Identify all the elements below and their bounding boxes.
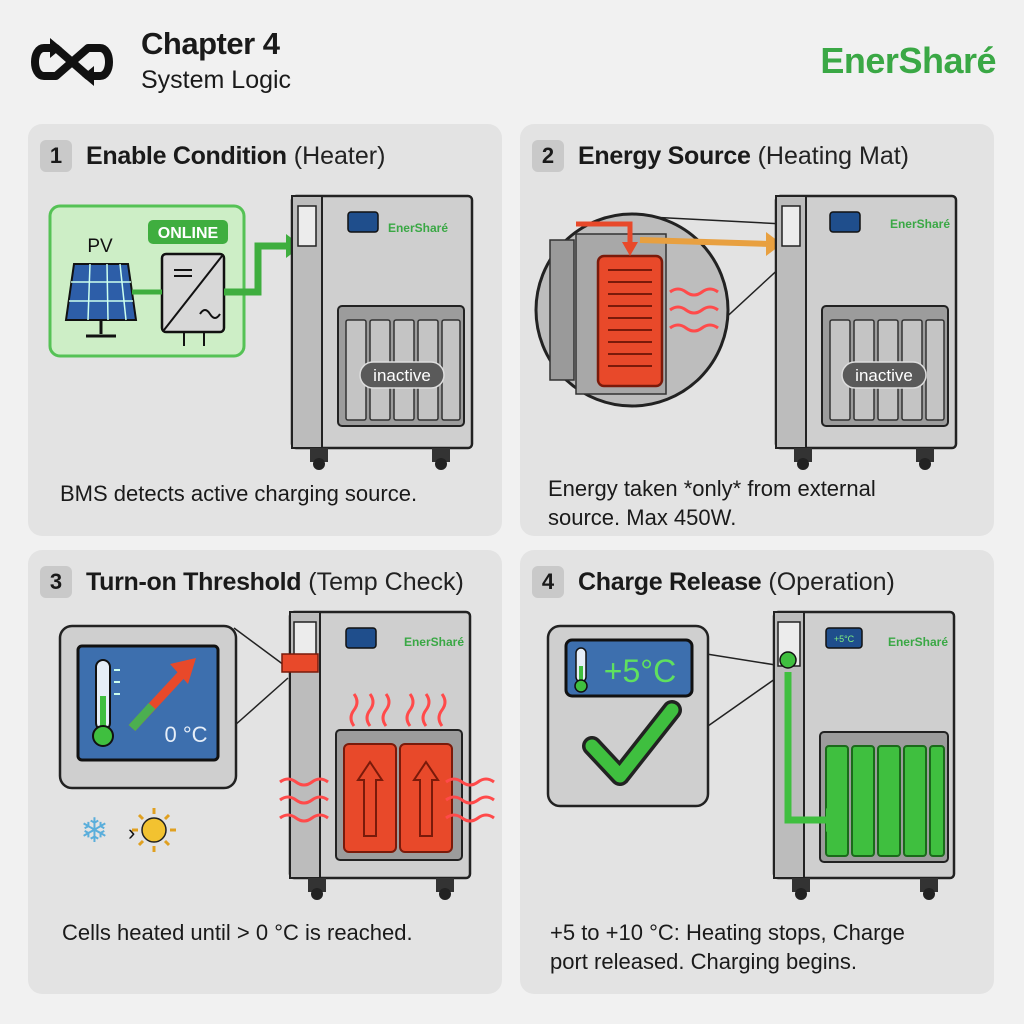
turn-on-threshold-illustration: 0 °C ❄ › EnerSharé [58, 610, 495, 900]
inactive-badge-text: inactive [855, 366, 913, 385]
sync-arrows-icon [31, 38, 113, 86]
sun-icon [132, 808, 176, 852]
greater-than-icon: › [128, 820, 135, 845]
step-title: Enable Condition [86, 141, 287, 170]
panel-enable-condition: 1 Enable Condition (Heater) ONLINE PV [28, 124, 502, 536]
panel-title: 2 Energy Source (Heating Mat) [532, 140, 909, 172]
inverter-icon [160, 252, 226, 346]
step-title: Charge Release [578, 567, 762, 596]
step-number: 1 [40, 140, 72, 172]
temp-reading: 0 °C [164, 722, 207, 747]
panel-caption: Cells heated until > 0 °C is reached. [62, 920, 413, 945]
heat-waves-icon [669, 287, 719, 333]
thermometer-icon [574, 647, 588, 693]
checkmark-icon [585, 703, 679, 783]
panel-turn-on-threshold: 3 Turn-on Threshold (Temp Check) 0 °C ❄ … [28, 550, 502, 994]
page-title: Chapter 4 [141, 26, 280, 61]
caption-line: source. Max 450W. [548, 505, 737, 530]
panel-energy-source: 2 Energy Source (Heating Mat) [520, 124, 994, 536]
charged-cell [877, 745, 901, 857]
panel-title: 4 Charge Release (Operation) [532, 566, 895, 598]
step-title-detail: (Temp Check) [308, 567, 464, 596]
arrow-right-icon [766, 232, 782, 256]
cabinet-brand: EnerSharé [388, 221, 448, 235]
cabinet-brand: EnerSharé [888, 635, 948, 649]
snowflake-icon: ❄ [80, 812, 109, 850]
energy-source-illustration: EnerSharé inactive [534, 194, 958, 470]
battery-cabinet: EnerSharé inactive [290, 194, 474, 470]
charge-release-illustration: +5°C +5°C EnerSharé [546, 610, 956, 900]
thermometer-icon [92, 659, 120, 747]
cabinet-display-text: +5°C [834, 634, 855, 644]
inactive-badge [841, 361, 927, 389]
step-number: 4 [532, 566, 564, 598]
panel-caption: Energy taken *only* from external source… [548, 474, 876, 532]
enable-condition-illustration: ONLINE PV [48, 194, 474, 470]
battery-cabinet: EnerSharé inactive [774, 194, 958, 470]
step-title: Energy Source [578, 141, 751, 170]
solar-panel-icon [64, 263, 138, 338]
heat-waves-icon [279, 693, 495, 823]
online-badge-text: ONLINE [158, 225, 219, 242]
arrow-up-icon [170, 658, 196, 684]
cabinet-brand: EnerSharé [890, 217, 950, 231]
cabinet-display [345, 627, 377, 649]
panel-title: 1 Enable Condition (Heater) [40, 140, 385, 172]
cabinet-display [825, 627, 863, 649]
cabinet-brand: EnerSharé [404, 635, 464, 649]
battery-cabinet: EnerSharé [281, 610, 472, 900]
battery-cabinet: +5°C EnerSharé [772, 610, 956, 900]
inactive-badge-text: inactive [373, 366, 431, 385]
charge-port-icon [779, 651, 797, 669]
cabinet-display [347, 211, 379, 233]
pv-label: PV [87, 236, 113, 257]
charged-cell [825, 745, 849, 857]
caption-line: port released. Charging begins. [550, 949, 857, 974]
page-subtitle: System Logic [141, 66, 292, 94]
inactive-badge [359, 361, 445, 389]
caption-line: Energy taken *only* from external [548, 476, 876, 501]
panel-caption: +5 to +10 °C: Heating stops, Charge port… [550, 918, 905, 976]
temp-display-screen [564, 638, 694, 698]
step-number: 2 [532, 140, 564, 172]
charged-cell [929, 745, 945, 857]
step-title-detail: (Operation) [768, 567, 895, 596]
step-title: Turn-on Threshold [86, 567, 302, 596]
step-title-detail: (Heating Mat) [757, 141, 910, 170]
panel-charge-release: 4 Charge Release (Operation) +5°C +5°C E… [520, 550, 994, 994]
cabinet-display [829, 211, 861, 233]
heated-cell [343, 743, 397, 853]
charged-cell [851, 745, 875, 857]
step-title-detail: (Heater) [293, 141, 386, 170]
online-badge [148, 220, 228, 244]
step-number: 3 [40, 566, 72, 598]
charged-cell [903, 745, 927, 857]
temp-reading: +5°C [604, 653, 676, 689]
arrow-right-icon [826, 808, 842, 832]
caption-line: +5 to +10 °C: Heating stops, Charge [550, 920, 905, 945]
panel-caption: BMS detects active charging source. [60, 481, 418, 506]
panel-title: 3 Turn-on Threshold (Temp Check) [40, 566, 464, 598]
brand-logo: EnerSharé [820, 40, 996, 81]
